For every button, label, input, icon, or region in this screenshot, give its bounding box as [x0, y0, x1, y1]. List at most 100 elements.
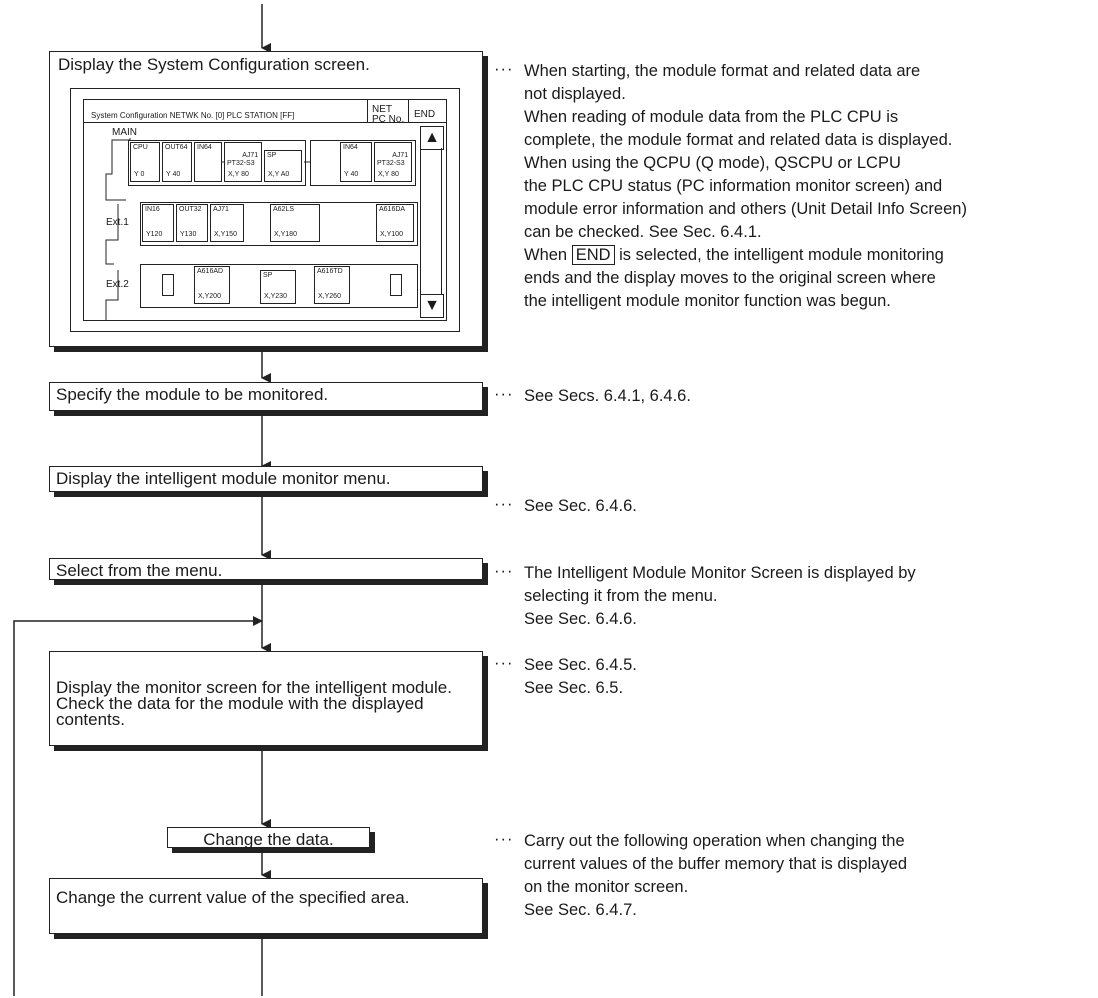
screen-frame: System Configuration NETWK No. [0] PLC S… [83, 99, 447, 321]
module-name: A616DA [379, 206, 406, 213]
scroll-track[interactable] [420, 148, 442, 294]
empty-slot [162, 274, 174, 296]
module-in16[interactable]: IN16 Y120 [142, 204, 174, 242]
module-cpu[interactable]: CPU Y 0 [130, 142, 160, 182]
module-name: OUT32 [179, 206, 202, 213]
module-out64[interactable]: OUT64 Y 40 [162, 142, 192, 182]
module-aj71[interactable]: AJ71 X,Y150 [210, 204, 244, 242]
step-label: Select from the menu. [56, 561, 223, 580]
module-sp-2[interactable]: SP X,Y230 [260, 270, 296, 304]
module-address: X,Y 80 [228, 171, 249, 178]
module-name: IN16 [145, 206, 160, 213]
note-change: ··· Carry out the following operation wh… [494, 830, 908, 922]
module-address: X,Y 80 [378, 171, 399, 178]
module-name: IN64 [343, 144, 358, 151]
module-address: Y130 [180, 231, 197, 238]
module-name: AJ71 PT32-S3 [227, 152, 259, 167]
module-aj71pt32[interactable]: AJ71 PT32-S3 X,Y 80 [224, 142, 262, 182]
step-display-menu: Display the intelligent module monitor m… [49, 466, 483, 492]
note-line: selecting it from the menu. [524, 587, 718, 605]
module-address: Y120 [146, 231, 163, 238]
note-line: The Intelligent Module Monitor Screen is… [524, 564, 916, 582]
note-line: ends and the display moves to the origin… [524, 269, 936, 287]
module-name: SP [263, 272, 273, 279]
module-name: OUT64 [165, 144, 188, 151]
note-specify: ··· See Secs. 6.4.1, 6.4.6. [494, 385, 691, 408]
step-label: Change the current value of the specifie… [56, 888, 410, 907]
module-name: AJ71 PT32-S3 [377, 152, 409, 167]
module-aj71pt32-2[interactable]: AJ71 PT32-S3 X,Y 80 [374, 142, 412, 182]
module-address: X,Y100 [380, 231, 403, 238]
step-label: Specify the module to be monitored. [56, 385, 329, 404]
note-line: on the monitor screen. [524, 878, 689, 896]
note-line: module error information and others (Uni… [524, 200, 967, 218]
step-label: Display the monitor screen for the intel… [56, 678, 452, 729]
down-arrow-icon: ▼ [424, 297, 440, 314]
module-a62ls[interactable]: A62LS X,Y180 [270, 204, 320, 242]
screen-title: System Configuration NETWK No. [0] PLC S… [91, 111, 295, 120]
step-label: Display the intelligent module monitor m… [56, 469, 391, 488]
net-label: NET [372, 104, 392, 115]
module-name: A616AD [197, 268, 224, 275]
ellipsis: ··· [494, 60, 514, 78]
text: When [524, 246, 572, 264]
ext2-label: Ext.2 [106, 279, 129, 290]
module-address: X,Y180 [274, 231, 297, 238]
module-address: Y 40 [166, 171, 181, 178]
note-line: can be checked. See Sec. 6.4.1. [524, 223, 762, 241]
note-line: When starting, the module format and rel… [524, 62, 921, 80]
module-a616ad[interactable]: A616AD X,Y200 [194, 266, 230, 304]
module-address: X,Y260 [318, 293, 341, 300]
module-in64[interactable]: IN64 [194, 142, 222, 182]
note-select: ··· The Intelligent Module Monitor Scree… [494, 562, 916, 631]
end-button[interactable]: END [414, 109, 436, 120]
note-line: See Sec. 6.4.6. [524, 610, 637, 628]
module-address: X,Y200 [198, 293, 221, 300]
module-a616td[interactable]: A616TD X,Y260 [314, 266, 350, 304]
module-name: CPU [133, 144, 148, 151]
step-specify-module: Specify the module to be monitored. [49, 382, 483, 411]
note-line-end: When END is selected, the intelligent mo… [524, 244, 967, 267]
module-sp[interactable]: SP X,Y A0 [264, 150, 302, 182]
note-line: See Sec. 6.5. [524, 679, 624, 697]
module-name: A616TD [317, 268, 343, 275]
note-line: current values of the buffer memory that… [524, 855, 908, 873]
screen-title-bar: System Configuration NETWK No. [0] PLC S… [84, 100, 446, 125]
scroll-up-button[interactable]: ▲ [420, 126, 444, 150]
main-base-label: MAIN [112, 127, 137, 138]
ellipsis: ··· [494, 495, 514, 513]
note-line: See Sec. 6.4.6. [524, 497, 637, 515]
note-line: complete, the module format and related … [524, 131, 953, 149]
ellipsis: ··· [494, 385, 514, 403]
loop-back [13, 616, 263, 996]
scroll-down-button[interactable]: ▼ [420, 294, 444, 318]
ellipsis: ··· [494, 830, 514, 848]
ellipsis: ··· [494, 562, 514, 580]
note-menu: ··· See Sec. 6.4.6. [494, 495, 637, 518]
base-row-main-right [310, 140, 416, 186]
module-a616da[interactable]: A616DA X,Y100 [376, 204, 414, 242]
pcno-label: PC No. [372, 114, 405, 125]
step-change-value: Change the current value of the specifie… [49, 878, 483, 934]
step-label: Display the System Configuration screen. [58, 55, 370, 74]
note-line: not displayed. [524, 85, 626, 103]
note-line: See Sec. 6.4.5. [524, 656, 637, 674]
system-configuration-screen: System Configuration NETWK No. [0] PLC S… [70, 88, 460, 332]
note-line: the intelligent module monitor function … [524, 292, 891, 310]
module-address: Y 0 [134, 171, 145, 178]
module-in64-2[interactable]: IN64 Y 40 [340, 142, 372, 182]
base-row-main [128, 140, 306, 186]
module-name: SP [267, 152, 277, 159]
note-line: See Secs. 6.4.1, 6.4.6. [524, 387, 691, 405]
module-out32[interactable]: OUT32 Y130 [176, 204, 208, 242]
module-name: IN64 [197, 144, 212, 151]
text: is selected, the intelligent module moni… [614, 246, 944, 264]
note-line: the PLC CPU status (PC information monit… [524, 177, 943, 195]
module-name: A62LS [273, 206, 295, 213]
module-address: Y 40 [344, 171, 359, 178]
step-label: Change the data. [203, 830, 334, 849]
note-line: When reading of module data from the PLC… [524, 108, 899, 126]
module-address: X,Y150 [214, 231, 237, 238]
